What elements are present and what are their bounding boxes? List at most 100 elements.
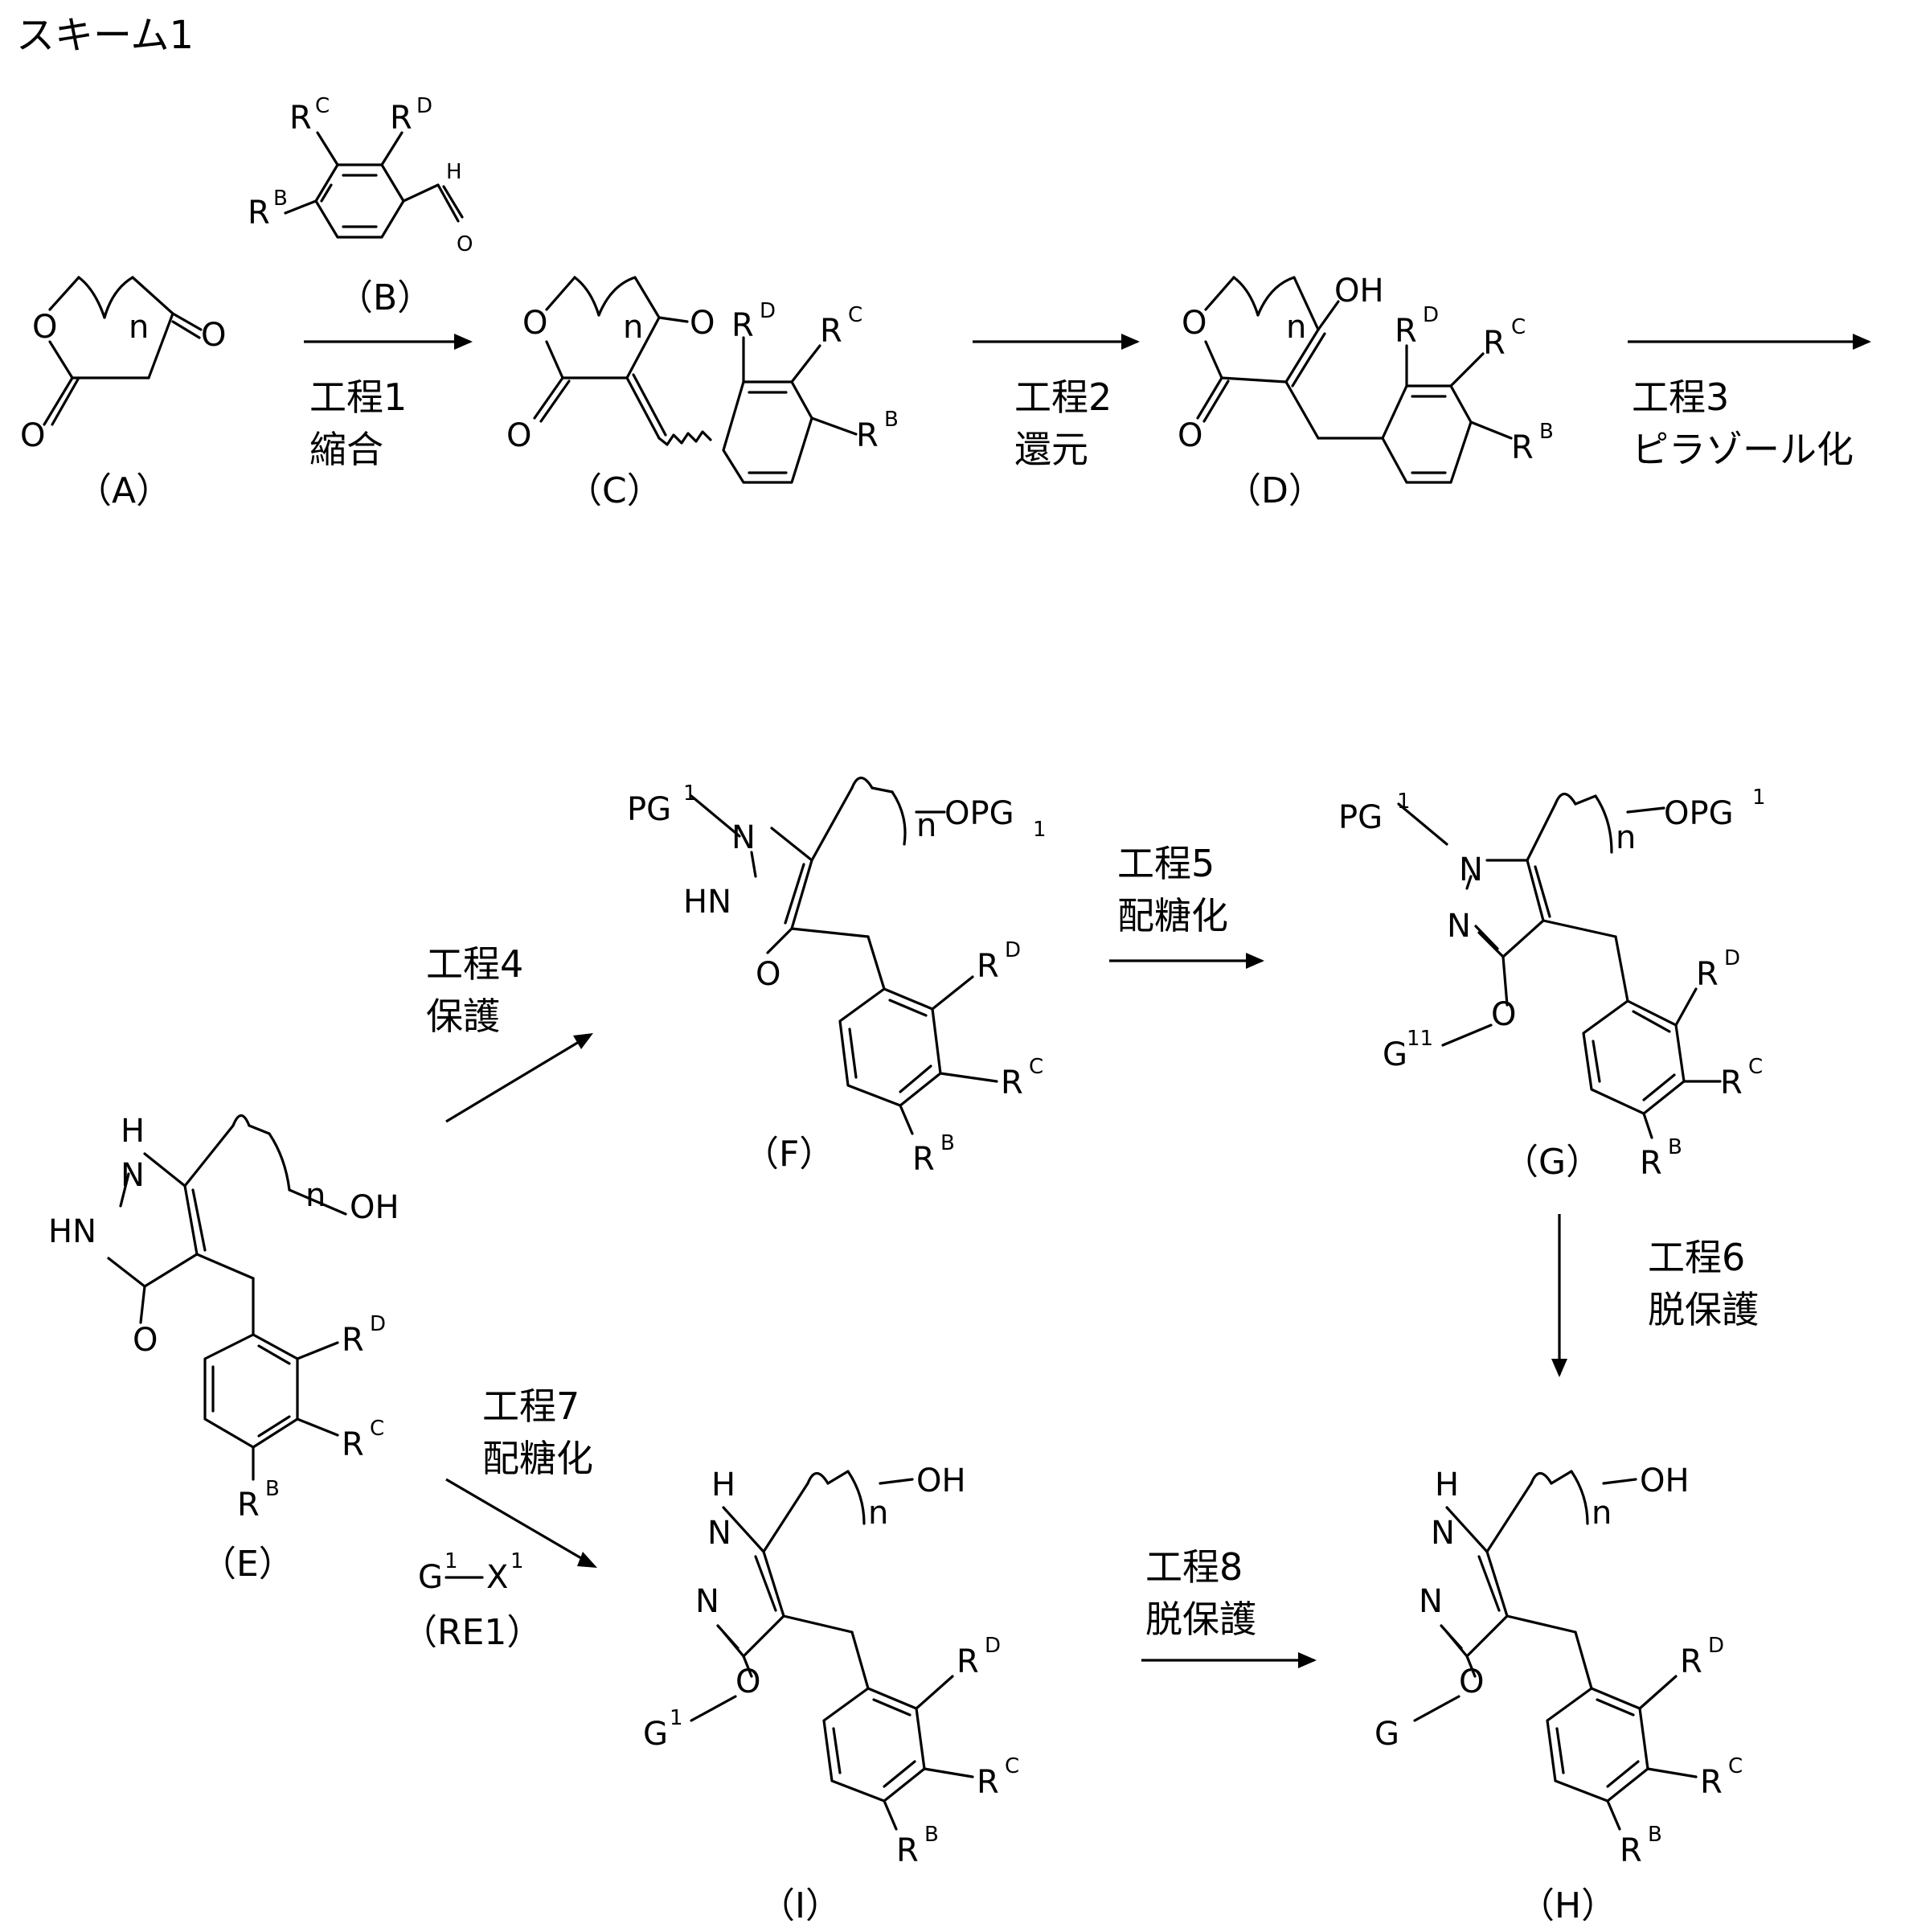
sup-d: D: [1724, 946, 1740, 970]
compound-f: PG 1 N HN O n OPG 1 R D R C R B （F）: [627, 778, 1047, 1179]
atom-r: R: [820, 313, 842, 350]
sup-c: C: [1029, 1055, 1043, 1079]
compound-b: R C R D R B H O （B）: [248, 94, 473, 318]
sup-c: C: [315, 94, 330, 118]
compound-e: H N HN O n OH R D R C R B （E）: [48, 1113, 399, 1585]
sup-one: 1: [670, 1706, 683, 1730]
atom-r: R: [977, 1764, 999, 1801]
atom-r: R: [731, 307, 754, 344]
step6-label: 工程6: [1648, 1236, 1745, 1279]
atom-r: R: [1001, 1064, 1023, 1101]
label-b: （B）: [338, 277, 432, 318]
compound-i: H N N O G 1 n OH R D R C R B （I）: [643, 1462, 1019, 1926]
atom-n-index: n: [1592, 1495, 1612, 1532]
atom-h: H: [1435, 1466, 1459, 1503]
atom-o: O: [133, 1322, 158, 1359]
atom-n: N: [1419, 1583, 1443, 1620]
compound-a: O O O n （A）: [20, 277, 226, 511]
atom-r: R: [1700, 1764, 1723, 1801]
atom-g: G: [418, 1559, 443, 1596]
sup-c: C: [1728, 1754, 1743, 1778]
atom-oh: OH: [1640, 1462, 1690, 1499]
atom-r: R: [1640, 1145, 1662, 1182]
atom-o: O: [1178, 417, 1202, 454]
atom-r: R: [248, 195, 270, 232]
label-f: （F）: [744, 1134, 834, 1175]
step5-desc: 配糖化: [1117, 894, 1228, 937]
step5-label: 工程5: [1117, 842, 1215, 885]
atom-r: R: [289, 100, 312, 137]
step8-label: 工程8: [1145, 1545, 1243, 1589]
atom-n-index: n: [1286, 309, 1306, 346]
step8-desc: 脱保護: [1145, 1598, 1256, 1641]
atom-hn: HN: [48, 1213, 96, 1250]
atom-r: R: [390, 100, 412, 137]
atom-o: O: [1182, 305, 1206, 342]
atom-h: H: [711, 1466, 735, 1503]
atom-n-index: n: [129, 309, 149, 346]
sup-d: D: [1708, 1634, 1724, 1658]
atom-o: O: [1491, 996, 1516, 1033]
atom-n: N: [707, 1515, 731, 1552]
atom-n: N: [121, 1157, 145, 1194]
atom-x: X: [486, 1559, 508, 1596]
sup-c: C: [370, 1417, 384, 1441]
sup-c: C: [1511, 315, 1526, 339]
atom-opg: OPG: [1664, 795, 1734, 832]
atom-o: O: [20, 417, 45, 454]
atom-r: R: [1395, 313, 1417, 350]
atom-oh: OH: [916, 1462, 966, 1499]
atom-opg: OPG: [944, 795, 1014, 832]
atom-r: R: [1696, 956, 1719, 993]
sup-one: 1: [444, 1549, 458, 1573]
atom-pg: PG: [1338, 799, 1383, 836]
compound-d: O O OH n R D R C R B （D）: [1178, 273, 1554, 511]
step2-label: 工程2: [1014, 375, 1112, 419]
step4-label: 工程4: [426, 942, 523, 986]
atom-r: R: [1511, 429, 1534, 466]
sup-c: C: [1748, 1055, 1763, 1079]
atom-n: N: [1431, 1515, 1455, 1552]
sup-b: B: [265, 1477, 280, 1501]
sup-b: B: [940, 1131, 955, 1155]
sup-b: B: [884, 408, 899, 432]
sup-b: B: [1539, 420, 1554, 444]
atom-g: G: [643, 1716, 668, 1753]
label-d: （D）: [1226, 470, 1324, 511]
atom-o: O: [1459, 1663, 1484, 1700]
label-i: （I）: [760, 1885, 841, 1926]
atom-oh: OH: [1334, 273, 1384, 310]
atom-g: G: [1374, 1716, 1399, 1753]
step7-label: 工程7: [482, 1384, 580, 1428]
reagent-re1: G 1 X 1 （RE1）: [402, 1549, 542, 1653]
atom-r: R: [957, 1643, 979, 1680]
atom-n-index: n: [1616, 819, 1636, 856]
scheme-title: スキーム1: [16, 13, 194, 58]
sup-b: B: [1648, 1823, 1662, 1847]
atom-g: G: [1383, 1036, 1407, 1073]
sup-one: 1: [1397, 790, 1411, 814]
atom-h: H: [446, 160, 462, 184]
atom-o: O: [457, 232, 473, 256]
sup-c: C: [1005, 1754, 1019, 1778]
sup-b: B: [273, 187, 288, 211]
atom-hn: HN: [683, 884, 731, 921]
step1-desc: 縮合: [309, 428, 383, 471]
sup-d: D: [1005, 938, 1021, 962]
atom-r: R: [237, 1487, 260, 1524]
sub-one: 1: [1033, 818, 1047, 842]
compound-h: H N N O G n OH R D R C R B （H）: [1374, 1462, 1743, 1926]
step3-desc: ピラゾール化: [1632, 428, 1854, 471]
atom-o: O: [735, 1663, 760, 1700]
atom-oh: OH: [350, 1189, 399, 1226]
atom-o: O: [506, 417, 531, 454]
label-h: （H）: [1519, 1885, 1616, 1926]
atom-o: O: [690, 305, 715, 342]
atom-n-index: n: [916, 807, 936, 844]
sup-d: D: [985, 1634, 1001, 1658]
atom-o: O: [756, 956, 780, 993]
sup-one: 1: [510, 1549, 524, 1573]
sup-one: 1: [1752, 786, 1766, 810]
sup-d: D: [416, 94, 432, 118]
